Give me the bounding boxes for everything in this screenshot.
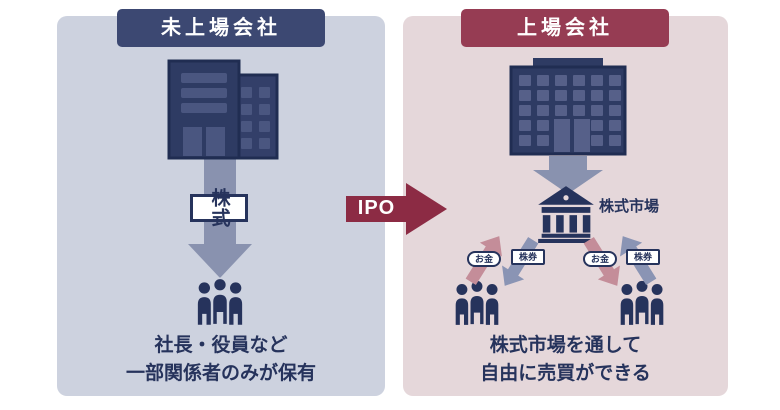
stock-market-label: 株式市場 <box>599 198 660 215</box>
headquarters-building-icon <box>509 58 627 156</box>
stock-label: 株式 <box>208 188 230 228</box>
unlisted-caption-line2: 一部関係者のみが保有 <box>125 363 316 384</box>
ipo-arrow-head-icon <box>406 183 447 235</box>
stock-certificate-badge: 株券 <box>626 249 660 265</box>
listed-company-header: 上場会社 <box>461 9 669 47</box>
stock-label-box <box>190 194 248 222</box>
unlisted-caption-line1: 社長・役員など <box>154 335 288 356</box>
money-badge: お金 <box>467 251 501 267</box>
listed-caption-line2: 自由に売買ができる <box>480 363 651 384</box>
money-badge: お金 <box>583 251 617 267</box>
shareholders-people-icon <box>197 277 243 326</box>
listed-caption: 株式市場を通して 自由に売買ができる <box>403 332 728 388</box>
stock-exchange-bank-icon <box>538 186 594 243</box>
ipo-arrow: IPO <box>346 196 407 222</box>
office-building-icon <box>167 59 279 160</box>
listed-caption-line1: 株式市場を通して <box>489 335 642 356</box>
unlisted-caption: 社長・役員など 一部関係者のみが保有 <box>57 332 385 388</box>
unlisted-company-header: 未上場会社 <box>117 9 325 47</box>
down-arrow-head-icon <box>188 244 252 278</box>
investor-buyer-group-icon <box>455 279 499 326</box>
down-arrow-icon <box>549 156 587 170</box>
stock-certificate-badge: 株券 <box>511 249 545 265</box>
